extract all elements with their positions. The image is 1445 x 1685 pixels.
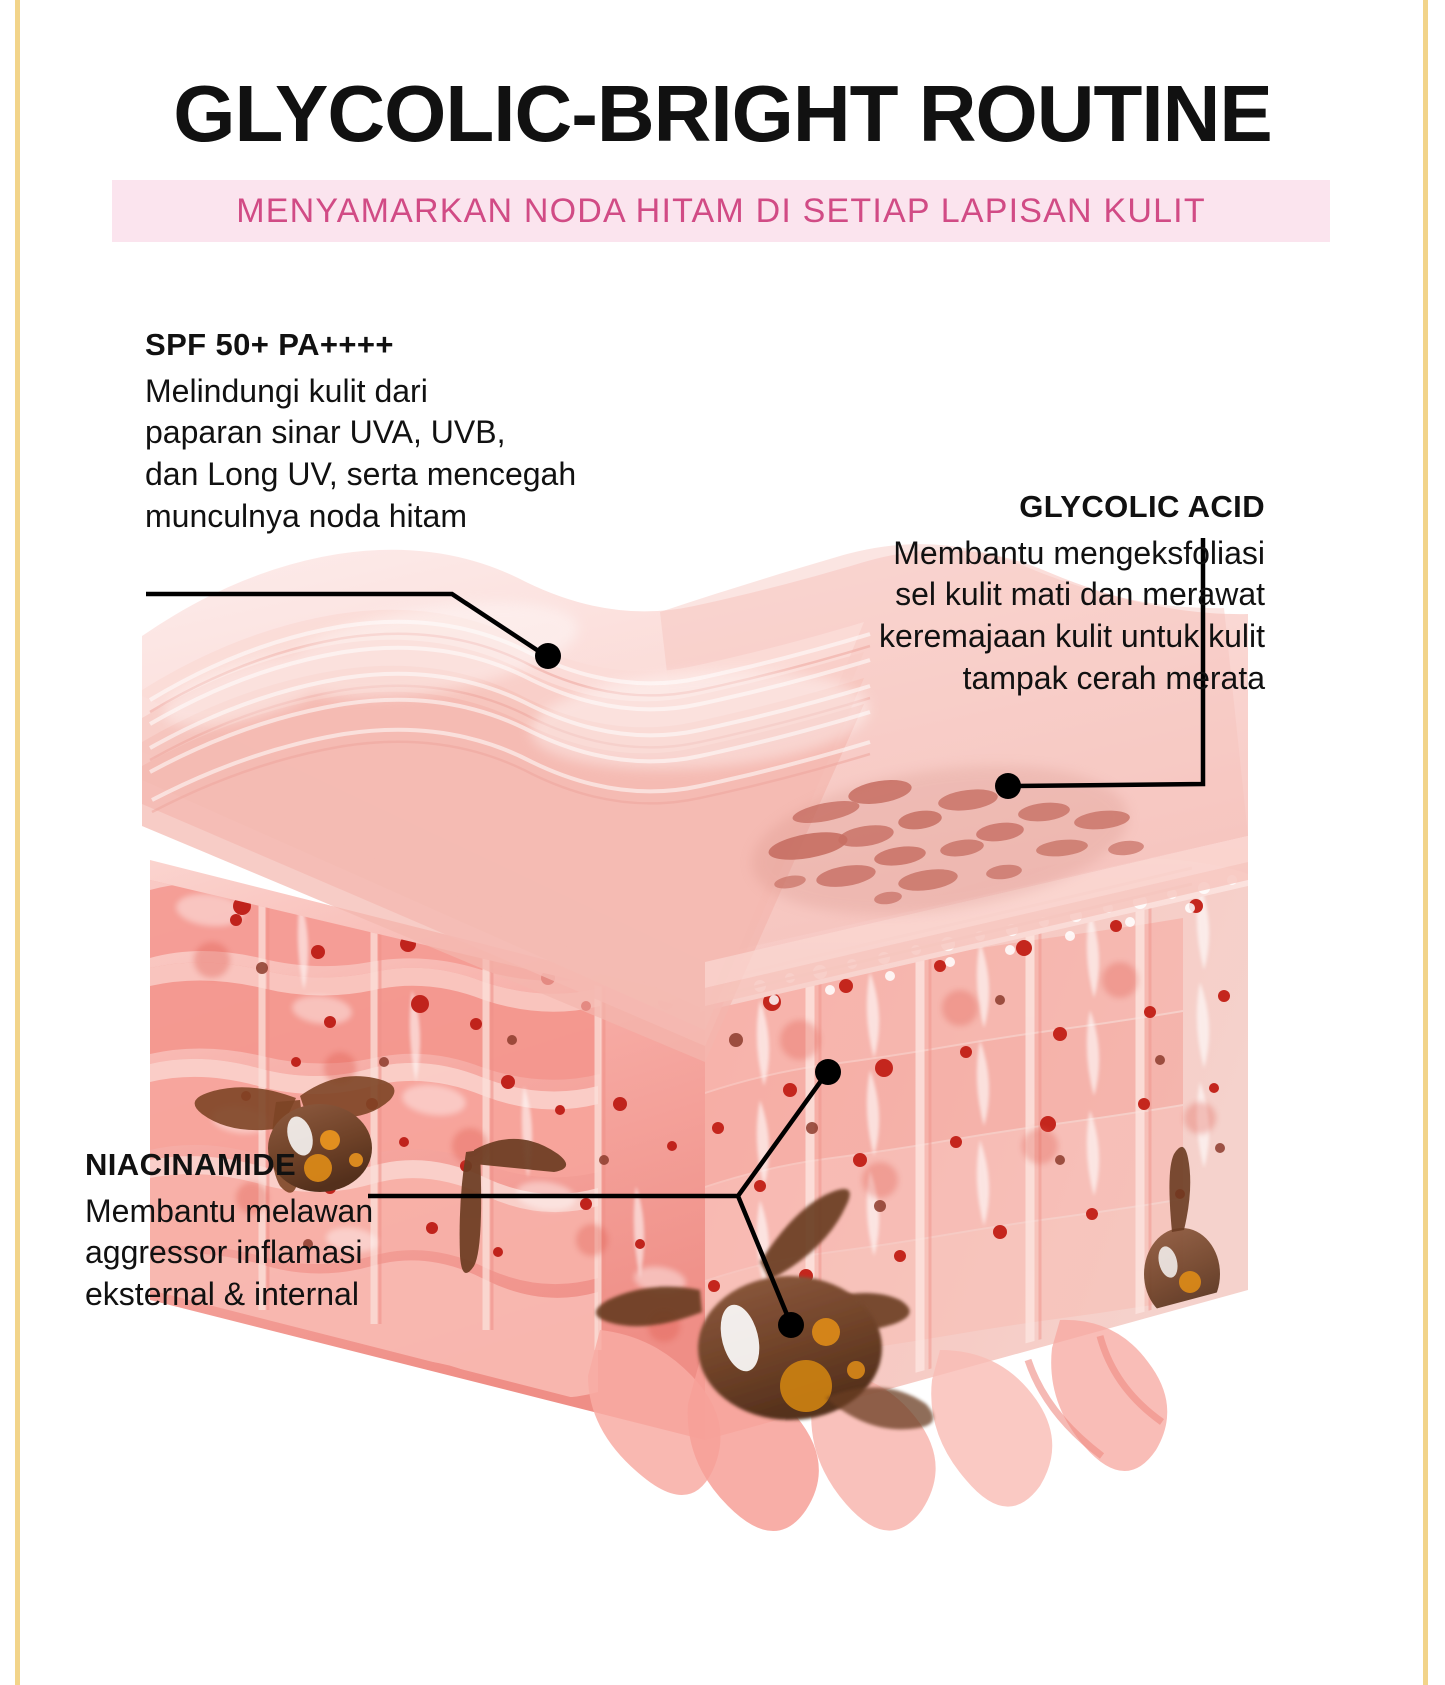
leader-dot-spf <box>535 643 561 669</box>
callout-niacinamide-body: Membantu melawan aggressor inflamasi eks… <box>85 1191 373 1316</box>
callout-glycolic-line-1: Membantu mengeksfoliasi <box>893 534 1265 571</box>
callout-glycolic-body: Membantu mengeksfoliasi sel kulit mati d… <box>879 533 1265 699</box>
callout-glycolic-line-2: sel kulit mati dan merawat <box>895 576 1265 613</box>
dermis-cell-block <box>150 850 1248 1440</box>
callout-spf-line-1: Melindungi kulit dari <box>145 372 428 409</box>
callout-niacinamide-line-3: eksternal & internal <box>85 1275 359 1312</box>
callout-glycolic-line-4: tampak cerah merata <box>962 659 1265 696</box>
dark-spots-halo <box>751 765 1129 915</box>
right-gold-rule <box>1423 0 1428 1685</box>
callout-spf-heading: SPF 50+ PA++++ <box>145 327 394 362</box>
melanocyte-left <box>194 1076 395 1193</box>
callout-spf-line-4: munculnya noda hitam <box>145 497 467 534</box>
page-title: GLYCOLIC-BRIGHT ROUTINE <box>173 69 1272 158</box>
callout-glycolic-acid: GLYCOLIC ACID Membantu mengeksfoliasi se… <box>879 488 1265 699</box>
page-subtitle: MENYAMARKAN NODA HITAM DI SETIAP LAPISAN… <box>236 192 1206 230</box>
callout-niacinamide-heading: NIACINAMIDE <box>85 1147 297 1182</box>
melanocyte-branch-mid <box>459 1138 567 1274</box>
leader-lines <box>146 538 1206 1323</box>
leader-dot-glycolic <box>995 773 1021 799</box>
melanocyte-bottom <box>596 1189 934 1430</box>
leader-dots <box>535 643 1021 1338</box>
callout-glycolic-line-3: keremajaan kulit untuk kulit <box>879 617 1265 654</box>
epidermis-slab <box>142 544 1248 1062</box>
leader-spf <box>146 591 542 654</box>
callout-spf-body: Melindungi kulit dari paparan sinar UVA,… <box>145 371 576 537</box>
leader-glycolic <box>1014 538 1206 789</box>
leader-niacinamide-branch <box>735 1195 793 1323</box>
callout-spf-line-3: dan Long UV, serta mencegah <box>145 455 577 492</box>
callout-glycolic-heading: GLYCOLIC ACID <box>1019 489 1265 524</box>
lower-cell-fringe <box>588 1189 1168 1532</box>
callout-niacinamide-line-2: aggressor inflamasi <box>85 1234 363 1271</box>
callout-niacinamide-line-1: Membantu melawan <box>85 1192 374 1229</box>
callout-spf-line-2: paparan sinar UVA, UVB, <box>145 414 506 451</box>
leader-dot-niacin-bot <box>778 1312 804 1338</box>
leader-dot-niacin-top <box>815 1059 841 1085</box>
callout-spf: SPF 50+ PA++++ Melindungi kulit dari pap… <box>145 326 576 537</box>
left-gold-rule <box>15 0 20 1685</box>
callout-niacinamide: NIACINAMIDE Membantu melawan aggressor i… <box>85 1146 373 1316</box>
subtitle-band: MENYAMARKAN NODA HITAM DI SETIAP LAPISAN… <box>112 180 1330 242</box>
